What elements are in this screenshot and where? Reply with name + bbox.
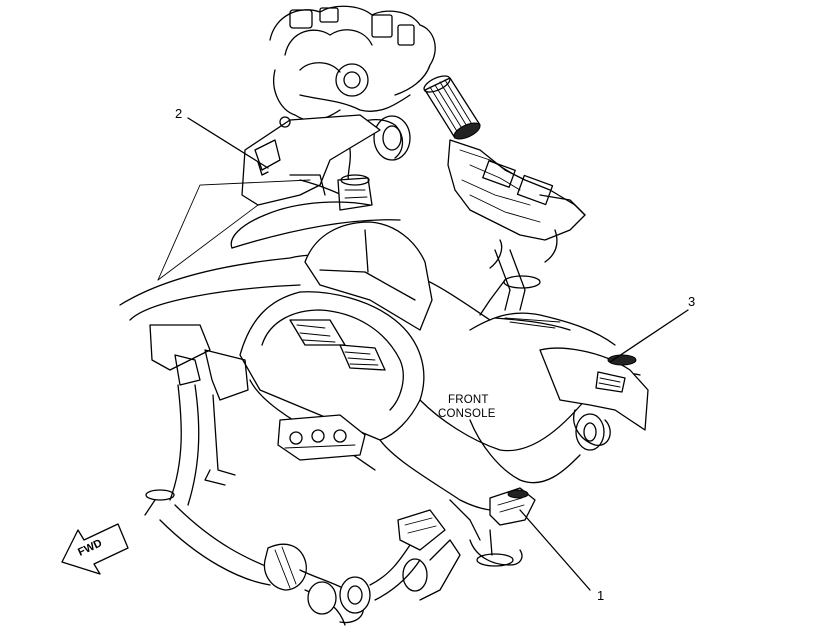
forward-direction-arrow: FWD: [61, 523, 129, 575]
callout-leaders: [187, 117, 689, 591]
upper-engine-assembly: [269, 5, 481, 191]
callout-3-leader: [609, 309, 689, 363]
front-console-label-line2: CONSOLE: [438, 408, 496, 420]
callout-2-label: 2: [175, 106, 182, 121]
front-console-label-line1: FRONT: [448, 394, 489, 406]
callout-1-label: 1: [597, 588, 604, 603]
callout-2-leader: [187, 117, 269, 169]
front-console-body: [119, 179, 649, 626]
mounting-bracket: [241, 114, 381, 211]
callout-1-leader: [519, 509, 591, 591]
callout-3-label: 3: [688, 294, 695, 309]
steering-column-switches: [447, 139, 586, 316]
